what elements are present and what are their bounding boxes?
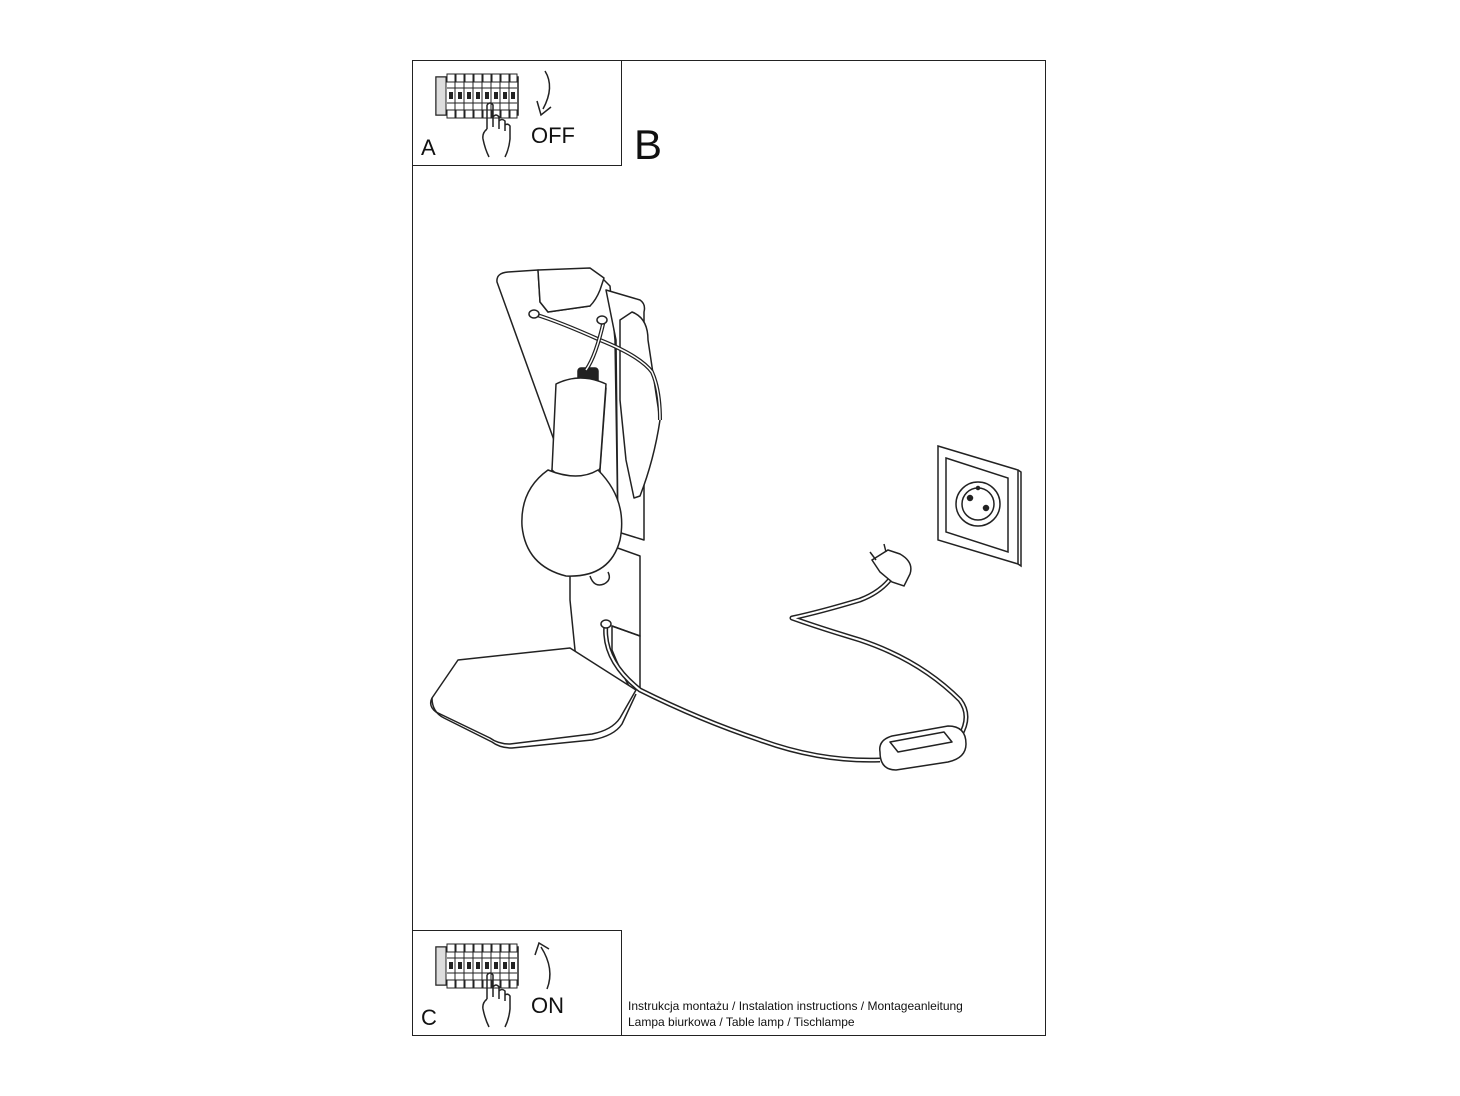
caption-line-instructions: Instrukcja montażu / Instalation instruc… <box>628 999 963 1013</box>
arrow-down-icon <box>536 70 552 117</box>
hand-icon <box>482 972 511 1028</box>
caption-line-product: Lampa biurkowa / Table lamp / Tischlampe <box>628 1015 855 1029</box>
circuit-breaker-icon <box>435 73 519 119</box>
breaker-state-label: ON <box>531 993 564 1018</box>
hand-icon <box>482 102 511 158</box>
arrow-up-icon <box>534 941 551 990</box>
breaker-state-label: OFF <box>531 123 575 148</box>
document-caption: Instrukcja montażu / Instalation instruc… <box>628 998 963 1030</box>
wall-socket-icon <box>937 444 1022 568</box>
step-letter: C <box>421 1005 437 1030</box>
step-c-panel: C ON <box>412 930 622 1036</box>
plug-icon <box>869 543 912 587</box>
step-a-panel: A OFF <box>412 60 622 166</box>
step-letter: A <box>421 135 436 160</box>
instruction-sheet <box>412 60 1046 1036</box>
step-b-letter: B <box>634 121 663 168</box>
